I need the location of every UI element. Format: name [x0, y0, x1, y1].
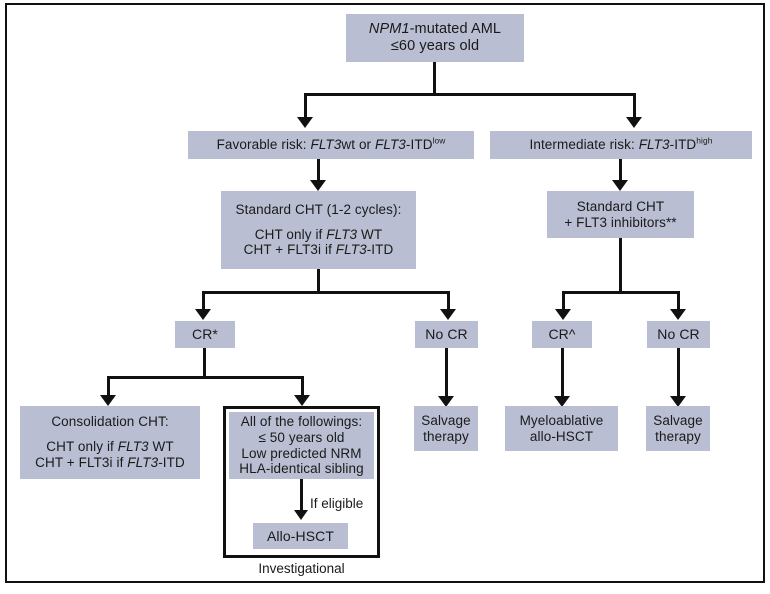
intermediate-risk-text: Intermediate risk: FLT3-ITDhigh	[529, 135, 713, 153]
connector-to-investigational	[301, 376, 304, 397]
connector-to-intermediate	[633, 93, 636, 119]
salvage-right-line-1: Salvage	[653, 412, 703, 428]
investigational-caption: Investigational	[258, 561, 345, 576]
arrowhead-to-intermediate	[626, 117, 642, 128]
myeloablative-line-1: Myeloablative	[519, 412, 604, 428]
if-eligible-label: If eligible	[310, 496, 364, 511]
criteria-line-2: ≤ 50 years old	[258, 429, 345, 445]
arrowhead-no-cr-right-to-salvage	[670, 396, 686, 407]
node-standard-cht-intermediate: Standard CHT + FLT3 inhibitors**	[547, 191, 694, 238]
consolidation-line-3: CHT + FLT3i if FLT3-ITD	[35, 454, 185, 470]
node-favorable-risk: Favorable risk: FLT3wt or FLT3-ITDlow	[188, 131, 474, 159]
arrowhead-to-no-cr-left	[440, 309, 456, 320]
connector-to-cr-right	[562, 291, 565, 311]
myeloablative-line-2: allo-HSCT	[529, 428, 594, 444]
no-cr-favorable-label: No CR	[425, 326, 468, 343]
favorable-risk-text: Favorable risk: FLT3wt or FLT3-ITDlow	[216, 135, 446, 153]
node-myeloablative-allo-hsct: Myeloablative allo-HSCT	[505, 406, 618, 451]
connector-right-response-split	[562, 291, 680, 294]
standard-cht-left-line-3: CHT + FLT3i if FLT3-ITD	[243, 242, 394, 258]
connector-cr-left-stem	[203, 348, 206, 378]
criteria-line-3: Low predicted NRM	[241, 445, 362, 461]
arrowhead-to-no-cr-right	[670, 309, 686, 320]
node-no-cr-favorable: No CR	[415, 321, 478, 348]
arrowhead-to-consolidation	[100, 395, 116, 406]
node-allo-hsct: Allo-HSCT	[253, 523, 348, 549]
node-intermediate-risk: Intermediate risk: FLT3-ITDhigh	[490, 131, 752, 159]
allo-hsct-label: Allo-HSCT	[266, 527, 335, 544]
arrowhead-favorable-to-cht	[310, 180, 326, 191]
node-cr-favorable: CR*	[175, 321, 235, 348]
salvage-right-line-2: therapy	[655, 428, 701, 444]
node-consolidation-cht: Consolidation CHT: CHT only if FLT3 WT C…	[20, 406, 200, 479]
connector-to-consolidation	[107, 376, 110, 397]
arrowhead-to-investigational	[294, 395, 310, 406]
connector-favorable-to-cht	[317, 159, 320, 182]
connector-to-favorable	[304, 93, 307, 119]
connector-to-no-cr-left	[447, 291, 450, 311]
connector-to-no-cr-right	[677, 291, 680, 311]
connector-cr-right-to-transplant	[561, 348, 564, 400]
node-cr-intermediate: CR^	[532, 321, 592, 348]
arrowhead-intermediate-to-cht	[612, 180, 628, 191]
connector-left-cht-stem	[317, 269, 320, 293]
salvage-left-line-1: Salvage	[421, 412, 471, 428]
node-no-cr-intermediate: No CR	[647, 321, 710, 348]
cr-favorable-label: CR*	[192, 326, 218, 343]
arrowhead-to-cr-right	[555, 309, 571, 320]
standard-cht-right-line-1: Standard CHT	[576, 198, 665, 214]
criteria-line-1: All of the followings:	[240, 413, 363, 429]
consolidation-line-2: CHT only if FLT3 WT	[46, 439, 174, 455]
consolidation-line-1: Consolidation CHT:	[51, 414, 169, 430]
connector-no-cr-left-to-salvage	[445, 348, 448, 400]
root-line-1: NPM1-mutated AML	[368, 20, 502, 37]
no-cr-intermediate-label: No CR	[657, 326, 700, 343]
connector-criteria-to-allo-hsct	[300, 479, 303, 512]
cr-intermediate-label: CR^	[548, 326, 576, 343]
connector-no-cr-right-to-salvage	[677, 348, 680, 400]
salvage-left-line-2: therapy	[423, 428, 469, 444]
node-salvage-therapy-favorable: Salvage therapy	[414, 406, 478, 451]
node-salvage-therapy-intermediate: Salvage therapy	[646, 406, 710, 451]
node-eligibility-criteria: All of the followings: ≤ 50 years old Lo…	[229, 412, 374, 479]
connector-right-cht-stem	[619, 238, 622, 293]
standard-cht-right-line-2: + FLT3 inhibitors**	[564, 214, 677, 230]
node-npm1-mutated-aml: NPM1-mutated AML ≤60 years old	[346, 14, 524, 62]
arrowhead-to-favorable	[297, 117, 313, 128]
connector-left-response-split	[202, 291, 450, 294]
root-line-2: ≤60 years old	[390, 38, 480, 54]
connector-cr-left-split	[107, 376, 304, 379]
arrowhead-no-cr-left-to-salvage	[438, 396, 454, 407]
connector-root-split	[304, 93, 636, 96]
arrowhead-to-cr-left	[195, 309, 211, 320]
arrowhead-cr-right-to-transplant	[554, 396, 570, 407]
figure-outer-frame	[5, 3, 765, 583]
connector-root-stem	[433, 62, 436, 95]
criteria-line-4: HLA-identical sibling	[239, 461, 364, 477]
arrowhead-criteria-to-allo-hsct	[294, 510, 308, 520]
connector-to-cr-left	[202, 291, 205, 311]
node-standard-cht-favorable: Standard CHT (1-2 cycles): CHT only if F…	[221, 191, 416, 269]
standard-cht-left-line-2: CHT only if FLT3 WT	[254, 226, 383, 242]
standard-cht-left-line-1: Standard CHT (1-2 cycles):	[235, 201, 402, 217]
connector-intermediate-to-cht	[619, 159, 622, 182]
